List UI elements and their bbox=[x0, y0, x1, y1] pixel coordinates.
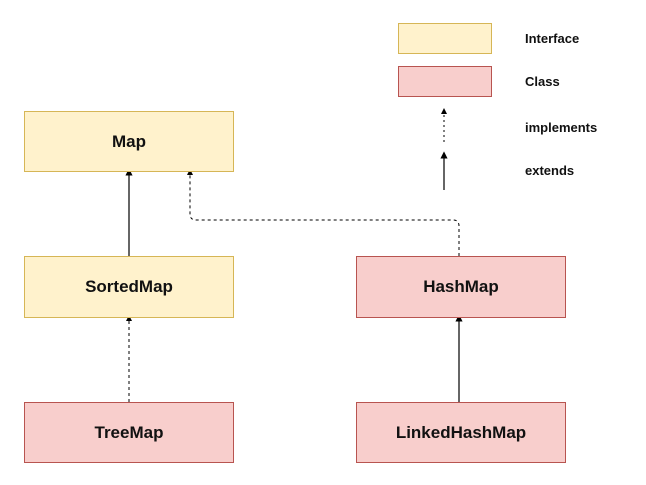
legend-extends-label: extends bbox=[525, 163, 575, 178]
legend-class-label: Class bbox=[525, 74, 560, 89]
node-linkedhashmap-label: LinkedHashMap bbox=[395, 422, 527, 442]
node-linkedhashmap: LinkedHashMap bbox=[356, 402, 566, 463]
legend-class-swatch bbox=[398, 66, 492, 97]
node-map: Map bbox=[24, 111, 234, 172]
node-sortedmap: SortedMap bbox=[24, 256, 234, 318]
legend-interface-label: Interface bbox=[525, 31, 580, 46]
node-hashmap-label: HashMap bbox=[423, 277, 499, 296]
node-map-label: Map bbox=[112, 131, 146, 151]
node-treemap: TreeMap bbox=[24, 402, 234, 463]
edge-hashmap-implements-map bbox=[187, 169, 460, 256]
node-treemap-label: TreeMap bbox=[94, 422, 164, 442]
node-hashmap: HashMap bbox=[356, 256, 566, 318]
node-sortedmap-label: SortedMap bbox=[85, 277, 173, 296]
legend-implements-label: implements bbox=[525, 120, 598, 135]
legend-interface-swatch bbox=[398, 23, 492, 54]
